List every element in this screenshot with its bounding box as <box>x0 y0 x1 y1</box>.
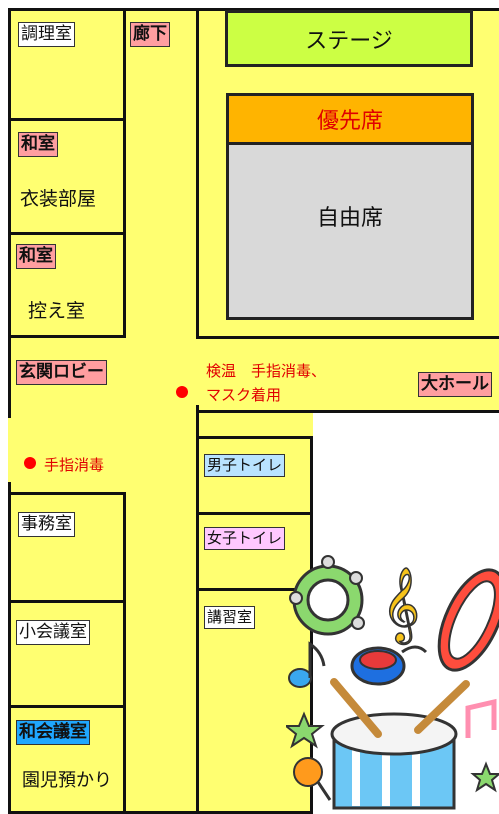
wall <box>196 410 499 413</box>
hand-sanitize-label: 手指消毒 <box>44 456 105 474</box>
corridor-label: 廊下 <box>130 22 170 47</box>
womens-toilet-label: 女子トイレ <box>204 527 286 550</box>
drum-icon <box>330 678 470 810</box>
cooking-room-label: 調理室 <box>18 22 75 47</box>
japanese-room-1-label: 和室 <box>18 132 58 157</box>
treble-clef-icon: 𝄞 <box>382 568 420 645</box>
stage-label: ステージ <box>305 28 393 54</box>
office-label: 事務室 <box>18 512 75 537</box>
wall <box>8 482 11 814</box>
free-seats: 自由席 <box>226 142 474 320</box>
wall <box>8 492 126 495</box>
wall <box>8 8 499 11</box>
wall <box>8 8 11 418</box>
red-tambourine-icon <box>437 568 499 672</box>
music-instruments-illustration: 𝄞 <box>286 555 499 810</box>
costume-room-label: 衣装部屋 <box>20 188 97 210</box>
wall <box>198 512 313 515</box>
pink-note-icon <box>465 698 497 738</box>
wall <box>198 588 313 591</box>
japanese-meeting-label: 和会議室 <box>16 720 90 745</box>
wall <box>8 118 126 121</box>
wall <box>8 600 126 603</box>
sanitize-dot <box>24 457 36 469</box>
green-star-icon <box>286 711 325 749</box>
wall <box>8 335 126 338</box>
left-wing <box>8 8 126 814</box>
checkpoint-dot <box>176 386 188 398</box>
green-star-right-icon <box>470 761 499 793</box>
wall <box>196 405 199 814</box>
wall <box>123 8 126 338</box>
wall <box>196 336 499 339</box>
wall <box>123 492 126 814</box>
wall <box>198 436 313 439</box>
priority-seats-label: 優先席 <box>316 109 383 134</box>
castanet-icon <box>350 645 428 686</box>
corridor-area <box>126 8 198 814</box>
wall <box>196 8 199 338</box>
tambourine-icon <box>289 555 365 636</box>
japanese-room-2-label: 和室 <box>16 244 56 269</box>
stage: ステージ <box>225 10 473 67</box>
blue-note-icon <box>288 641 326 688</box>
mens-toilet-label: 男子トイレ <box>204 454 286 477</box>
entrance-lobby-label: 玄関ロビー <box>16 360 107 385</box>
checkpoint-line2: マスク着用 <box>206 386 282 404</box>
waiting-room-label: 控え室 <box>28 300 86 322</box>
free-seats-label: 自由席 <box>316 206 383 231</box>
small-meeting-label: 小会議室 <box>16 620 90 645</box>
checkpoint-line1: 検温 手指消毒、 <box>206 362 327 380</box>
lecture-room-label: 講習室 <box>204 606 256 629</box>
childcare-label: 園児預かり <box>22 770 112 791</box>
maraca-icon <box>293 757 332 801</box>
wall <box>8 232 126 235</box>
priority-seats: 優先席 <box>226 93 474 145</box>
big-hall-label: 大ホール <box>418 372 492 397</box>
wall <box>8 811 313 814</box>
wall <box>8 705 126 708</box>
